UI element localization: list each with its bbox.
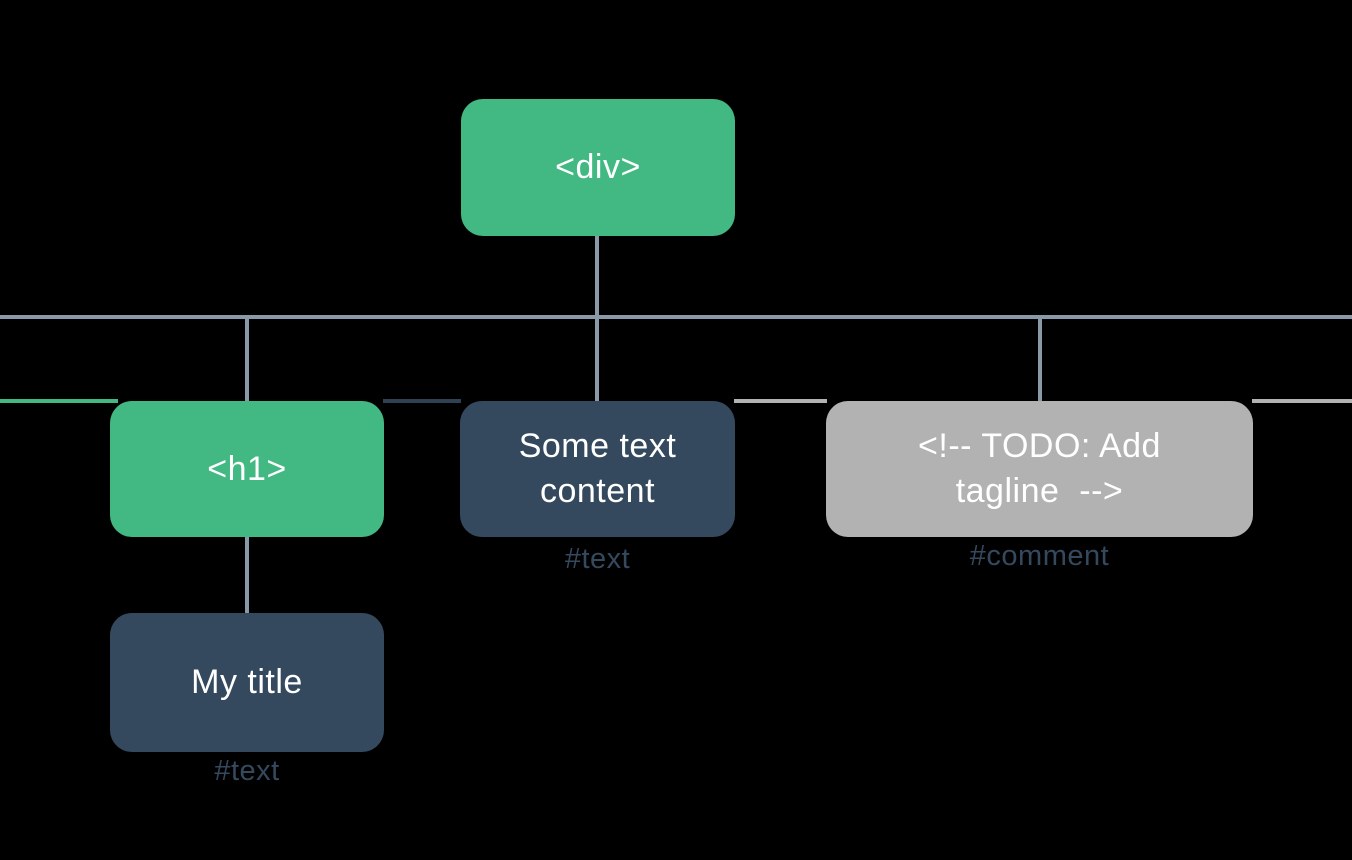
node-comment: <!-- TODO: Add tagline -->	[826, 401, 1253, 537]
node-comment-line1: <!-- TODO: Add	[918, 427, 1161, 465]
node-text-content-line2: content	[539, 472, 656, 510]
node-h1-label: <h1>	[207, 449, 287, 488]
annotation-my-title: #text	[214, 755, 280, 787]
connector-drop-h1	[245, 319, 249, 402]
node-comment-line2: tagline -->	[955, 472, 1124, 510]
connector-drop-comment	[1038, 319, 1042, 403]
connector-h1-mytitle	[245, 537, 249, 614]
rowline-right-gray	[734, 399, 827, 403]
node-div-element: <div>	[461, 99, 735, 236]
node-my-title: My title	[110, 613, 384, 752]
node-div-label: <div>	[555, 148, 641, 186]
node-h1-element: <h1>	[110, 401, 384, 537]
node-text-content: Some text content	[460, 401, 735, 537]
connector-drop-text	[595, 319, 599, 402]
node-my-title-label: My title	[191, 663, 303, 701]
node-text-content-line1: Some text	[518, 427, 677, 465]
annotation-comment: #comment	[969, 540, 1110, 572]
rowline-mid-dark	[383, 399, 461, 403]
annotation-text-content: #text	[564, 543, 631, 575]
connector-div-stem	[595, 235, 599, 317]
rowline-far-right-gray	[1252, 399, 1352, 403]
connector-row-line	[0, 315, 1352, 319]
rowline-left-green	[0, 399, 118, 403]
